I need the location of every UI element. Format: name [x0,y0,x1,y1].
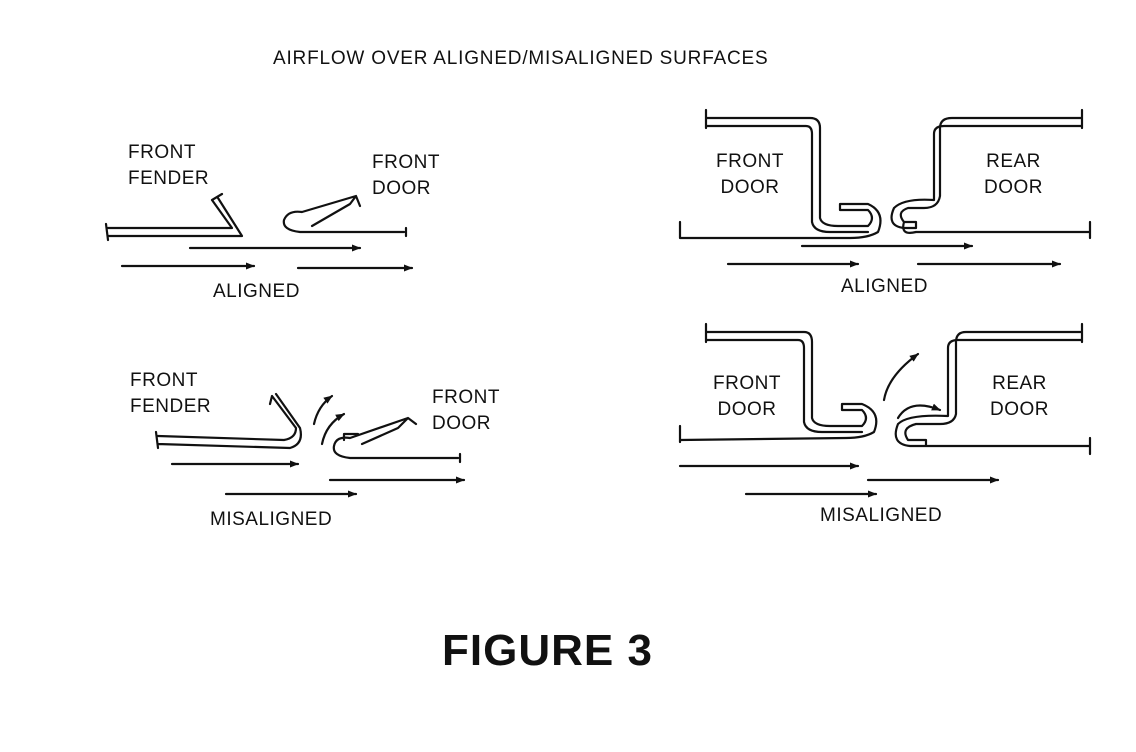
front-fender-panel [154,392,302,450]
aligned-caption: ALIGNED [213,281,300,302]
rear-door-label: REAR DOOR [990,373,1049,420]
airflow-deflection-arrow [882,352,920,402]
figure-label: FIGURE 3 [442,626,653,675]
misaligned-caption: MISALIGNED [820,505,943,526]
front-fender-panel [104,192,244,242]
front-door-label: FRONT DOOR [716,151,784,198]
front-fender-label: FRONT FENDER [128,142,210,189]
front-door-label: FRONT DOOR [372,152,440,199]
misaligned-caption: MISALIGNED [210,509,333,530]
panel-fender-misaligned [154,392,466,498]
front-door-panel [332,416,462,464]
panel-fender-aligned [104,192,414,272]
aligned-caption: ALIGNED [841,276,928,297]
airflow-deflection-arrow [320,412,346,446]
front-door-panel [282,194,408,238]
front-door-label: FRONT DOOR [713,373,781,420]
front-door-label: FRONT DOOR [432,387,500,434]
rear-door-label: REAR DOOR [984,151,1043,198]
front-door-panel [678,322,878,444]
panel-door-misaligned [678,322,1092,498]
airflow-deflection-arrow [312,394,334,426]
rear-door-panel [890,108,1092,240]
airflow-deflection-arrow [896,403,942,420]
panel-door-aligned [678,108,1092,268]
diagram-title: AIRFLOW OVER ALIGNED/MISALIGNED SURFACES [273,48,769,69]
rear-door-panel [894,322,1092,456]
front-door-panel [678,108,882,240]
front-fender-label: FRONT FENDER [130,370,212,417]
